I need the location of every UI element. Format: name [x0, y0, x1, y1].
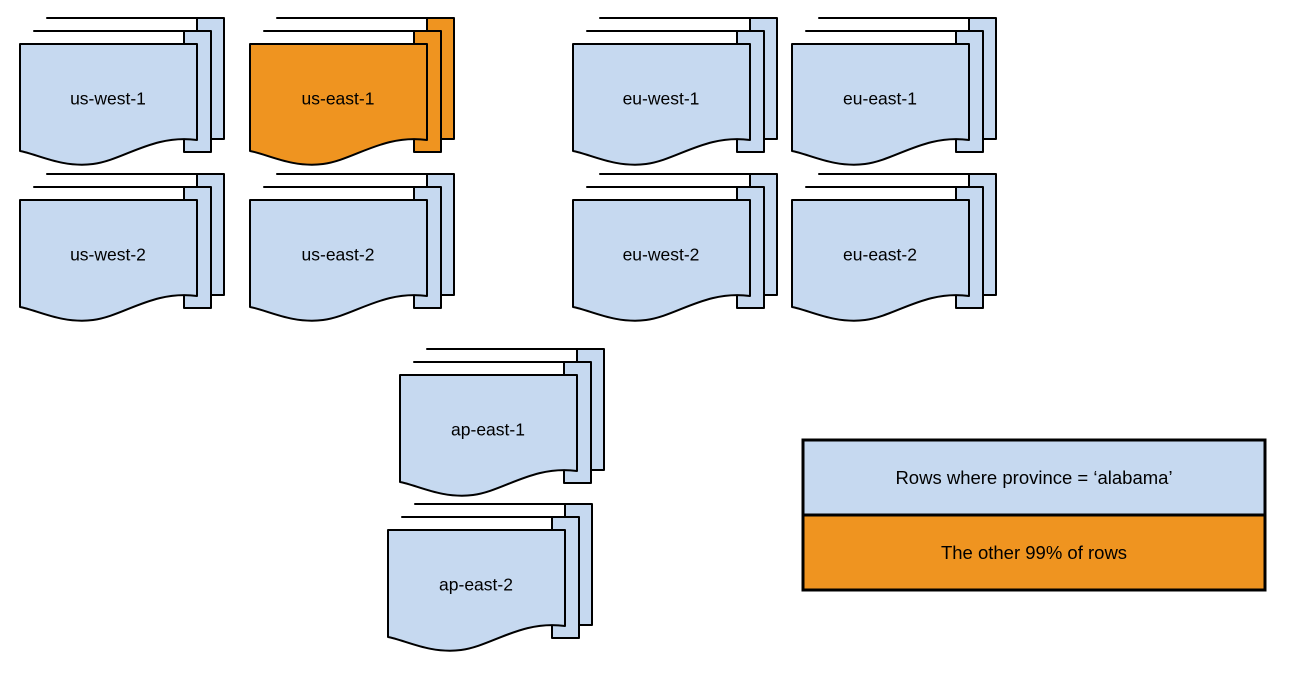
stack-layer-front [572, 43, 751, 166]
legend-row-orange-label: The other 99% of rows [941, 542, 1127, 563]
stack-layer-front [572, 199, 751, 322]
legend-row-blue-label: Rows where province = ‘alabama’ [895, 467, 1172, 488]
stack-us-east-1[interactable]: us-east-1 [249, 17, 455, 166]
stack-label: eu-west-1 [623, 89, 700, 109]
stack-layer-front [387, 529, 566, 652]
legend-row-orange-swatch [801, 513, 1267, 592]
stack-us-east-2[interactable]: us-east-2 [249, 173, 455, 322]
stack-eu-east-2[interactable]: eu-east-2 [791, 173, 997, 322]
stack-us-west-2[interactable]: us-west-2 [19, 173, 225, 322]
stack-label: ap-east-2 [439, 575, 513, 595]
legend: Rows where province = ‘alabama’ The othe… [801, 438, 1267, 592]
stack-label: us-west-2 [70, 245, 146, 265]
stack-us-west-1[interactable]: us-west-1 [19, 17, 225, 166]
stack-label: us-east-2 [302, 245, 375, 265]
stack-layer-front [249, 43, 428, 166]
stack-eu-east-1[interactable]: eu-east-1 [791, 17, 997, 166]
stack-label: us-west-1 [70, 89, 146, 109]
stack-layer-front [249, 199, 428, 322]
stack-label: eu-west-2 [623, 245, 700, 265]
stack-layer-front [791, 199, 970, 322]
stack-ap-east-1[interactable]: ap-east-1 [399, 348, 605, 497]
stack-label: eu-east-1 [843, 89, 917, 109]
stack-eu-west-1[interactable]: eu-west-1 [572, 17, 778, 166]
stack-ap-east-2[interactable]: ap-east-2 [387, 503, 593, 652]
stack-label: ap-east-1 [451, 420, 525, 440]
stack-layer-front [399, 374, 578, 497]
stack-eu-west-2[interactable]: eu-west-2 [572, 173, 778, 322]
stack-layer-front [19, 43, 198, 166]
stack-layer-front [791, 43, 970, 166]
stack-label: us-east-1 [302, 89, 375, 109]
stack-label: eu-east-2 [843, 245, 917, 265]
stack-layer-front [19, 199, 198, 322]
